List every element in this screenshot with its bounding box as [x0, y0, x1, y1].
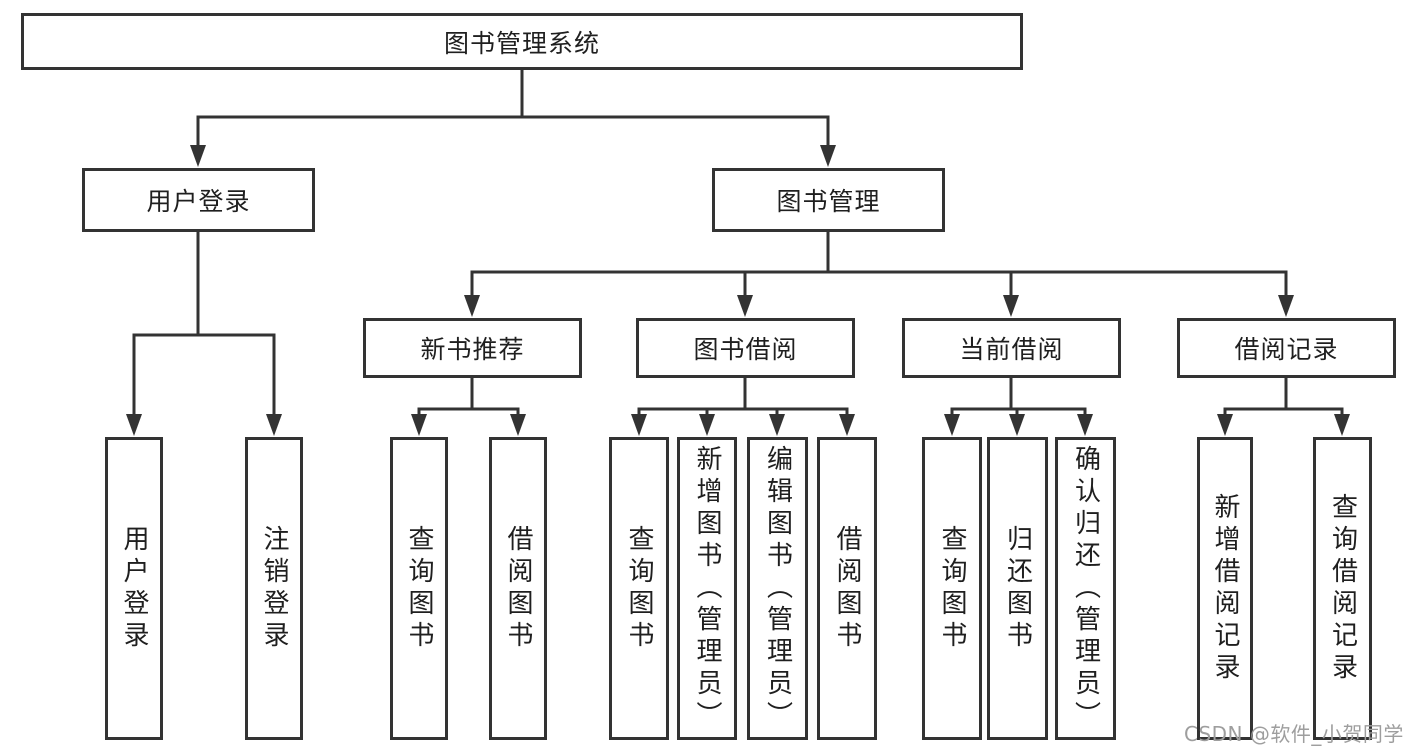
node-user-login: 用户登录: [82, 168, 315, 232]
leaf-add-borrow-record: 新增借阅记录: [1197, 437, 1253, 740]
leaf-borrow-books-recommend: 借阅图书: [489, 437, 547, 740]
node-current-borrow: 当前借阅: [902, 318, 1121, 378]
node-label: 图书管理系统: [443, 28, 600, 58]
watermark: CSDN @软件_小贺同学: [1184, 722, 1404, 746]
leaf-edit-book-admin: 编辑图书（管理员）: [747, 437, 808, 740]
leaf-add-book-admin: 新增图书（管理员）: [677, 437, 737, 740]
node-label: 新增借阅记录: [1210, 492, 1240, 685]
node-label: 借阅图书: [832, 524, 862, 653]
node-root: 图书管理系统: [21, 13, 1023, 70]
node-label: 查询图书: [937, 524, 967, 653]
leaf-query-borrow-record: 查询借阅记录: [1313, 437, 1372, 740]
node-book-management: 图书管理: [712, 168, 945, 232]
node-label: 用户登录: [146, 187, 251, 216]
leaf-query-books-current: 查询图书: [922, 437, 982, 740]
leaf-confirm-return-admin: 确认归还（管理员）: [1055, 437, 1116, 740]
node-label: 借阅记录: [1234, 335, 1339, 364]
node-label: 编辑图书（管理员）: [762, 444, 793, 733]
node-label: 查询图书: [624, 524, 654, 653]
node-label: 归还图书: [1002, 524, 1033, 653]
node-label: 查询借阅记录: [1327, 492, 1358, 685]
node-label: 图书借阅: [693, 335, 798, 364]
node-label: 用户登录: [119, 524, 149, 653]
node-label: 新增图书（管理员）: [692, 444, 722, 733]
leaf-user-login: 用户登录: [105, 437, 163, 740]
node-book-borrow: 图书借阅: [636, 318, 855, 378]
leaf-borrow-books: 借阅图书: [817, 437, 877, 740]
node-label: 确认归还（管理员）: [1070, 444, 1101, 733]
node-label: 查询图书: [404, 524, 434, 653]
leaf-query-books-borrow: 查询图书: [609, 437, 669, 740]
node-borrow-record: 借阅记录: [1177, 318, 1396, 378]
leaf-logout: 注销登录: [245, 437, 303, 740]
node-label: 图书管理: [776, 187, 881, 216]
node-label: 注销登录: [259, 524, 289, 653]
node-label: 当前借阅: [959, 335, 1064, 364]
node-label: 借阅图书: [503, 524, 533, 653]
node-new-book-recommend: 新书推荐: [363, 318, 582, 378]
node-label: 新书推荐: [420, 335, 525, 364]
leaf-return-book: 归还图书: [987, 437, 1048, 740]
leaf-query-books-recommend: 查询图书: [390, 437, 448, 740]
